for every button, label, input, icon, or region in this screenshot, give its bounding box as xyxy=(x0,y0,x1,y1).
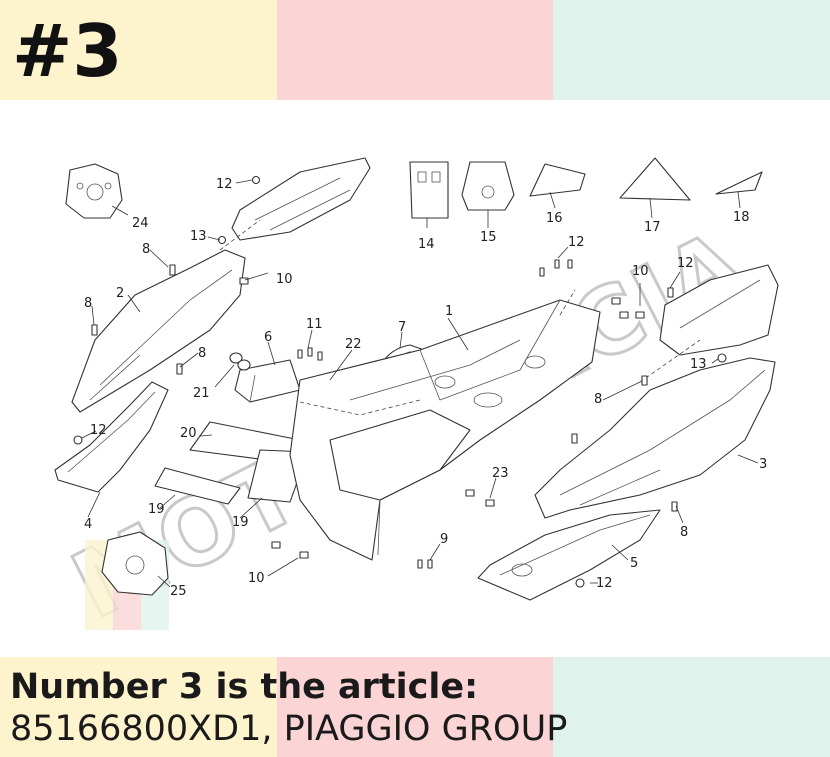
callout-6: 6 xyxy=(264,330,272,345)
header-color-band xyxy=(0,0,830,100)
callout-8a: 8 xyxy=(142,242,150,257)
callout-16: 16 xyxy=(546,211,563,226)
assembly-guide-lines xyxy=(219,219,701,416)
band-swatch-mint xyxy=(553,0,830,100)
callout-8d: 8 xyxy=(594,392,602,407)
band-swatch-pink xyxy=(277,657,553,757)
callout-12a: 12 xyxy=(216,177,233,192)
part-6-battery-box xyxy=(229,352,301,403)
band-swatch-yellow xyxy=(0,657,277,757)
callout-14: 14 xyxy=(418,237,435,252)
callout-8e: 8 xyxy=(680,525,688,540)
callout-12e: 12 xyxy=(596,576,613,591)
callout-labels: 1 2 3 4 5 6 7 8 8 8 8 8 9 10 10 10 11 12… xyxy=(84,177,767,599)
callout-10a: 10 xyxy=(276,272,293,287)
part-24-bracket xyxy=(65,163,123,219)
part-2-left-side-panel xyxy=(71,249,246,413)
part-16-decal xyxy=(529,163,586,197)
callout-12c: 12 xyxy=(677,256,694,271)
callout-19b: 19 xyxy=(232,515,249,530)
caption-heading: Number 3 is the article: xyxy=(10,667,479,707)
callout-7: 7 xyxy=(398,320,406,335)
callout-3: 3 xyxy=(759,457,767,472)
part-number-title: #3 xyxy=(12,9,123,93)
part-15-label-plate xyxy=(461,161,515,211)
part-3-right-side-panel xyxy=(534,357,776,519)
callout-17: 17 xyxy=(644,220,661,235)
callout-4: 4 xyxy=(84,517,92,532)
callout-13a: 13 xyxy=(190,229,207,244)
part-18-decal xyxy=(715,171,763,195)
callout-19a: 19 xyxy=(148,502,165,517)
callout-13b: 13 xyxy=(690,357,707,372)
exploded-parts-diagram: MOTOMARCIA xyxy=(0,100,830,657)
footer-color-band xyxy=(0,657,830,757)
leader-lines xyxy=(81,179,759,588)
part-14-label-plate xyxy=(409,161,449,219)
callout-1: 1 xyxy=(445,304,453,319)
part-12-right-upper-cover xyxy=(659,264,779,356)
band-swatch-pink xyxy=(277,0,553,100)
part-5-lower-right-panel xyxy=(477,509,661,601)
callout-9: 9 xyxy=(440,532,448,547)
callout-10c: 10 xyxy=(248,571,265,586)
part-12-rear-cowl-top xyxy=(231,157,371,241)
callout-11: 11 xyxy=(306,317,323,332)
caption-article-number: 85166800XD1, PIAGGIO GROUP xyxy=(10,709,568,749)
callout-12b: 12 xyxy=(568,235,585,250)
callout-22: 22 xyxy=(345,337,362,352)
callout-25: 25 xyxy=(170,584,187,599)
callout-20: 20 xyxy=(180,426,197,441)
callout-5: 5 xyxy=(630,556,638,571)
band-swatch-mint xyxy=(553,657,830,757)
fasteners xyxy=(73,175,727,588)
callout-15: 15 xyxy=(480,230,497,245)
callout-10b: 10 xyxy=(632,264,649,279)
part-17-decal xyxy=(619,157,691,201)
part-25-bracket xyxy=(101,531,169,596)
callout-24: 24 xyxy=(132,216,149,231)
callout-8c: 8 xyxy=(198,346,206,361)
callout-8b: 8 xyxy=(84,296,92,311)
callout-12d: 12 xyxy=(90,423,107,438)
callout-23: 23 xyxy=(492,466,509,481)
callout-18: 18 xyxy=(733,210,750,225)
band-swatch-yellow xyxy=(0,0,277,100)
callout-21: 21 xyxy=(193,386,210,401)
callout-2: 2 xyxy=(116,286,124,301)
part-1-rear-undertray xyxy=(289,299,601,561)
part-4-lower-left-panel xyxy=(54,381,169,493)
